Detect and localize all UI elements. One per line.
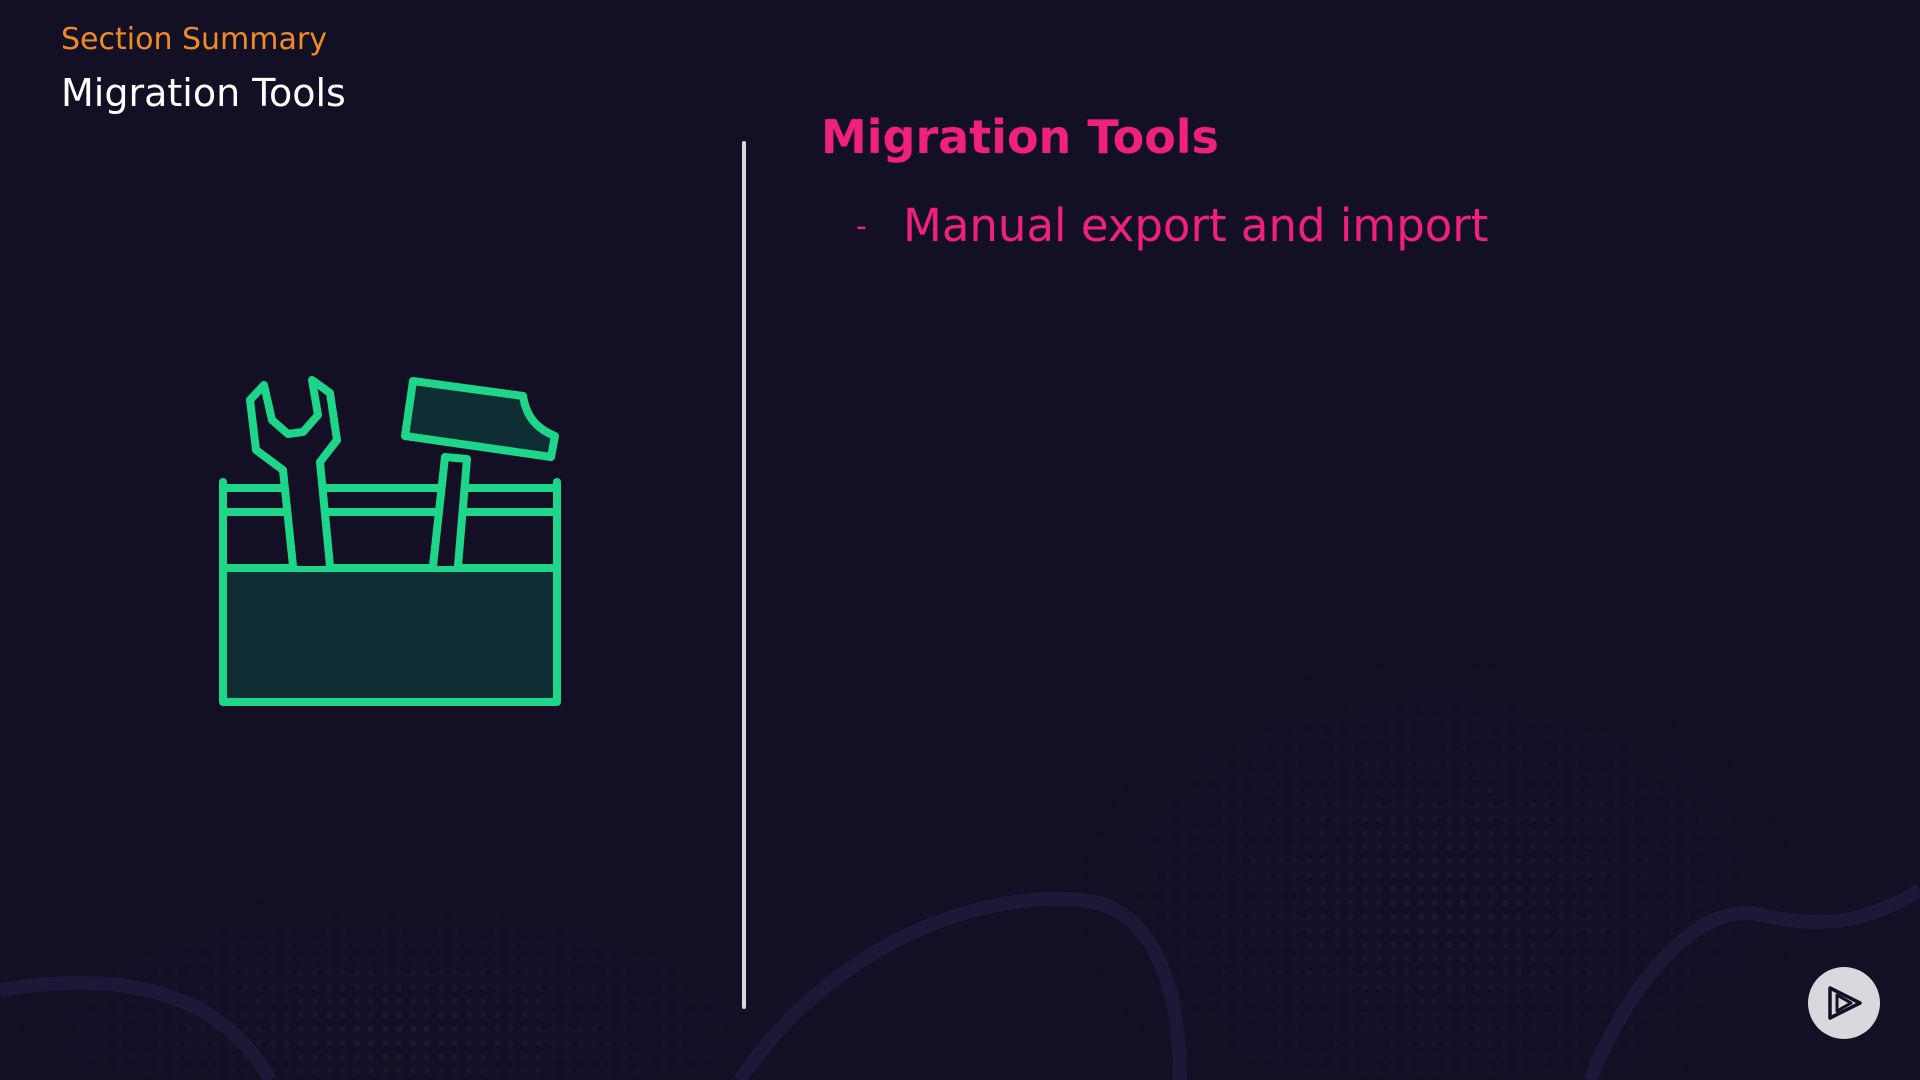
play-logo-icon xyxy=(1828,986,1862,1020)
list-item: - Manual export and import xyxy=(856,196,1488,256)
section-label: Section Summary xyxy=(61,22,327,57)
bullet-list: - Manual export and import xyxy=(856,196,1488,256)
bullet-text: Manual export and import xyxy=(903,199,1489,252)
content-title: Migration Tools xyxy=(821,110,1219,164)
toolbox-icon xyxy=(219,376,561,706)
header-title: Migration Tools xyxy=(61,71,346,115)
bullet-marker: - xyxy=(856,208,867,244)
vertical-divider xyxy=(742,141,746,1009)
player-logo-button[interactable] xyxy=(1808,967,1880,1039)
